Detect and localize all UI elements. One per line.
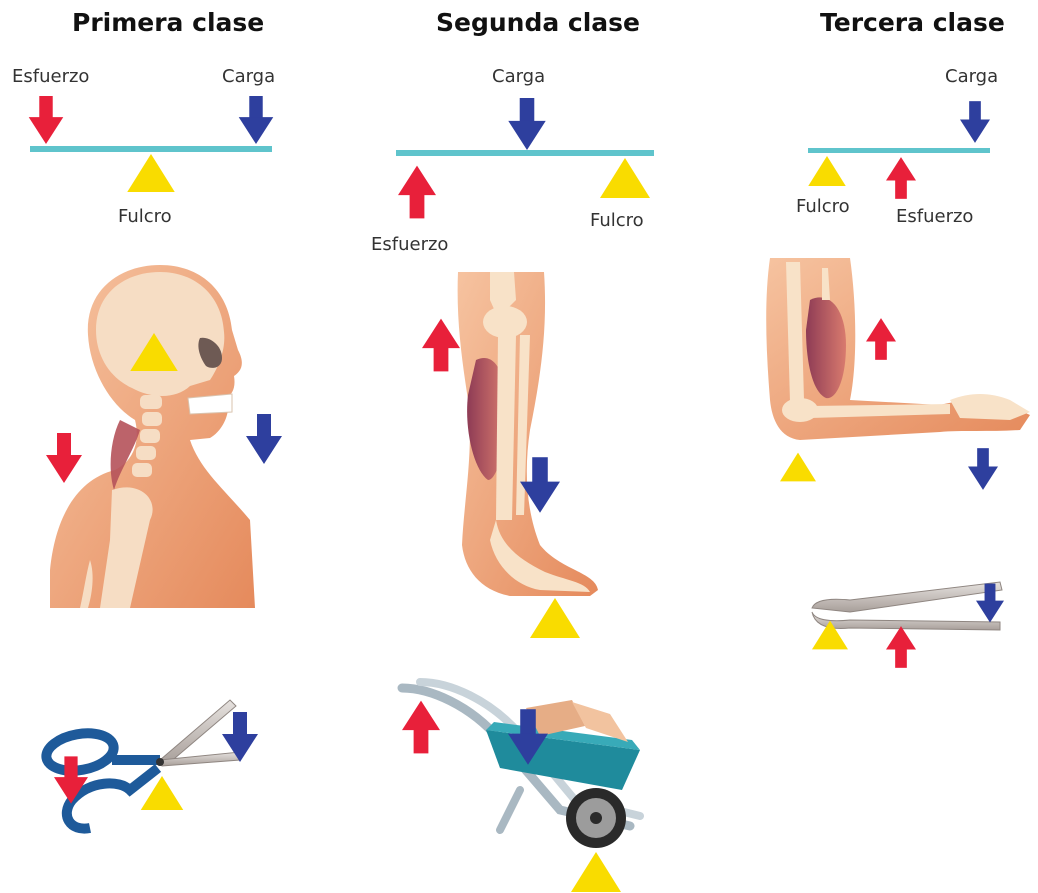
load-arrow-icon xyxy=(508,98,545,150)
third-class-lever-schematic xyxy=(808,101,990,199)
effort-arrow-icon xyxy=(46,433,82,483)
fulcrum-triangle-icon xyxy=(780,453,816,482)
lever-bar-second xyxy=(396,150,654,156)
wheelbarrow-illustration xyxy=(402,682,640,892)
fulcrum-triangle-icon xyxy=(808,156,846,186)
lever-bar-first xyxy=(30,146,272,152)
leg-foot-illustration xyxy=(422,272,598,638)
fulcrum-triangle-icon xyxy=(600,158,650,198)
load-arrow-icon xyxy=(960,101,990,143)
effort-arrow-icon xyxy=(866,318,896,360)
head-neck-illustration xyxy=(46,265,282,608)
arm-illustration xyxy=(766,258,1030,490)
fulcrum-triangle-icon xyxy=(127,154,175,192)
second-class-lever-schematic xyxy=(396,98,654,218)
load-arrow-icon xyxy=(968,448,998,490)
effort-arrow-icon xyxy=(886,157,916,199)
scissors-illustration xyxy=(43,700,258,829)
effort-arrow-icon xyxy=(29,96,64,144)
fulcrum-triangle-icon xyxy=(571,852,621,892)
fulcrum-triangle-icon xyxy=(530,598,580,638)
effort-arrow-icon xyxy=(886,626,916,668)
tweezers-illustration xyxy=(812,582,1004,668)
effort-arrow-icon xyxy=(398,166,436,219)
load-arrow-icon xyxy=(239,96,274,144)
lever-bar-third xyxy=(808,148,990,153)
effort-arrow-icon xyxy=(422,319,460,372)
load-arrow-icon xyxy=(246,414,282,464)
effort-arrow-icon xyxy=(402,701,440,754)
first-class-lever-schematic xyxy=(29,96,274,192)
